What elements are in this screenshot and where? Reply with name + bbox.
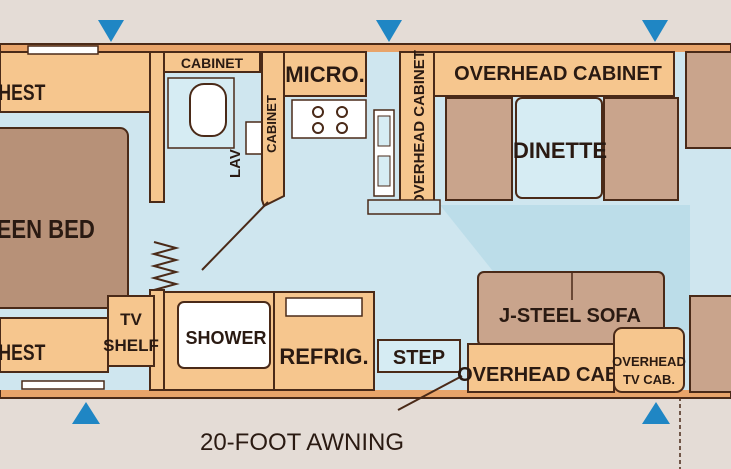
- chest-bottom: HEST: [0, 317, 109, 373]
- triangle-marker-icon: [376, 20, 402, 42]
- j-steel-sofa-label: J-STEEL SOFA: [499, 305, 641, 327]
- right-wall-cabinet-top: [685, 51, 731, 149]
- entry-door-swing: [397, 375, 463, 411]
- cabinet-top-label: CABINET: [181, 55, 244, 71]
- chest-top: HEST: [0, 51, 151, 113]
- microwave-cabinet: MICRO.: [283, 51, 367, 97]
- j-steel-sofa: J-STEEL SOFA: [477, 271, 665, 347]
- overhead-cabinet-top-label: OVERHEAD CABINET: [454, 63, 662, 85]
- overhead-tv-cab-label-1: OVERHEAD: [612, 354, 686, 369]
- tv-shelf: TV SHELF: [103, 295, 159, 367]
- overhead-cab-label: OVERHEAD CAB.: [457, 364, 625, 386]
- overhead-cabinet-top: OVERHEAD CABINET: [433, 51, 675, 97]
- triangle-marker-icon: [642, 20, 668, 42]
- cabinet-top: CABINET: [163, 51, 261, 73]
- lav-label: LAV: [227, 149, 244, 178]
- tv-shelf-label-2: SHELF: [103, 336, 159, 355]
- entry-step: STEP: [377, 339, 461, 373]
- triangle-marker-icon: [72, 402, 100, 424]
- window-markers: [72, 20, 670, 424]
- queen-bed: EEN BED: [0, 127, 129, 309]
- window-top-left: [27, 45, 99, 55]
- cabinet-vertical-label: CABINET: [264, 95, 279, 153]
- queen-bed-label: EEN BED: [0, 215, 95, 244]
- dinette: DINETTE: [445, 97, 679, 201]
- triangle-marker-icon: [98, 20, 124, 42]
- cabinet-vertical: CABINET: [261, 51, 285, 208]
- refrigerator: REFRIG.: [273, 291, 375, 391]
- bath-door-swing: [201, 201, 269, 271]
- window-bottom-left: [21, 380, 105, 390]
- micro-label: MICRO.: [285, 62, 364, 87]
- chest-top-label: HEST: [0, 81, 45, 105]
- awning-outline: [378, 397, 681, 469]
- toilet-icon: [189, 83, 227, 137]
- right-wall-cabinet-bottom: [689, 295, 731, 393]
- triangle-marker-icon: [642, 402, 670, 424]
- lav: LAV: [167, 77, 244, 178]
- shower: SHOWER: [163, 291, 275, 391]
- step-label: STEP: [393, 347, 445, 369]
- overhead-tv-cab-label-2: TV CAB.: [623, 372, 675, 387]
- tv-shelf-label-1: TV: [120, 310, 142, 329]
- overhead-cab: OVERHEAD CAB.: [457, 343, 625, 393]
- overhead-tv-cab: OVERHEAD TV CAB.: [612, 327, 686, 393]
- counter-edge: [367, 199, 441, 215]
- chest-bottom-label: HEST: [0, 341, 45, 365]
- awning-label: 20-FOOT AWNING: [200, 429, 404, 456]
- overhead-cabinet-vertical-label: OVERHEAD CABINET: [411, 50, 428, 206]
- overhead-cabinet-vertical: OVERHEAD CABINET: [399, 50, 435, 206]
- bedroom-wall-top: [149, 51, 165, 203]
- shower-label: SHOWER: [186, 328, 267, 348]
- folding-door-icon: [150, 241, 180, 291]
- kitchen-sink-icon: [373, 109, 395, 197]
- dinette-label: DINETTE: [513, 138, 607, 163]
- stove-burner-icon: [291, 99, 367, 139]
- refrig-label: REFRIG.: [279, 344, 368, 369]
